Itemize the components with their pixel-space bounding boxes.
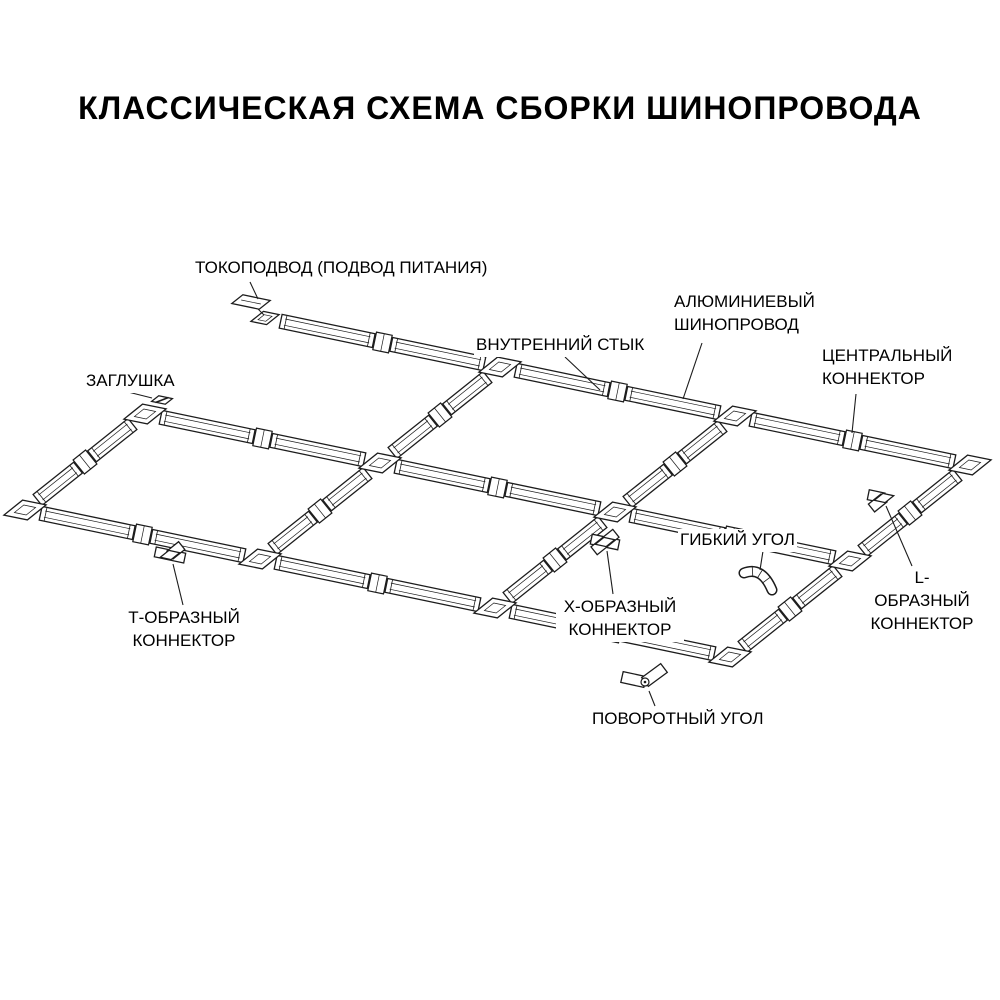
leader-line [851,393,857,434]
l-connector [2,499,48,521]
track-segment [791,564,843,610]
leader-line [885,505,913,567]
track-coupler [307,498,333,524]
track-segment [748,411,846,447]
track-segment [387,414,439,460]
track-segment [273,554,371,590]
l-connector-piece [866,489,896,513]
track-coupler [427,402,453,428]
page-title: КЛАССИЧЕСКАЯ СХЕМА СБОРКИ ШИНОПРОВОДА [78,90,922,126]
track-segment [158,409,256,445]
track-segment [389,336,487,372]
rotating-corner-label: ПОВОРОТНЫЙ УГОЛ [590,708,766,731]
track-segment [676,419,728,465]
track-coupler [607,380,628,403]
track-segment [267,510,319,556]
rotating-corner-piece [620,662,669,689]
track-coupler [252,427,273,450]
t-connector-center [158,549,182,561]
internal-joint-label: ВНУТРЕННИЙ СТЫК [474,334,647,357]
track-coupler [777,596,803,622]
track-coupler [367,572,388,595]
track-coupler [372,331,393,354]
flexible-corner-piece [738,565,778,596]
x-connector [592,501,638,523]
track-segment [393,458,491,494]
track-segment [321,466,373,512]
leader-line [172,563,184,606]
leader-lines [127,281,913,707]
track-segment [513,362,611,398]
t-connector [712,405,758,427]
leader-line [682,342,703,400]
track-coupler [842,429,863,452]
flexible-corner-label: ГИБКИЙ УГОЛ [678,529,797,552]
l-connector-corner [872,492,896,504]
leader-line [648,690,656,707]
track-segment [911,468,963,514]
track-segment [622,463,674,509]
track-segment [504,481,602,517]
l-connector [947,454,993,476]
track-segment [86,417,138,463]
t-connector [237,548,283,570]
x-connector-center [593,536,617,548]
l-connector-label: L-ОБРАЗНЫЙ КОННЕКТОР [866,567,978,636]
leader-line [606,550,614,595]
track-coupler [542,547,568,573]
central-connector-label: ЦЕНТРАЛЬНЫЙ КОННЕКТОР [820,345,955,391]
track-coupler [897,500,923,526]
track-segment [502,559,554,605]
track-segment [149,528,247,564]
leader-line [759,550,764,571]
x-connector [357,452,403,474]
track-segment [32,461,84,507]
track-coupler [662,451,688,477]
track-segment [441,370,493,416]
track-segment [38,505,136,541]
aluminum-track-label: АЛЮМИНИЕВЫЙ ШИНОПРОВОД [672,291,817,337]
track-coupler [132,523,153,546]
t-connector [472,597,518,619]
leader-line [564,356,601,391]
x-connector-label: Х-ОБРАЗНЫЙ КОННЕКТОР [556,596,684,642]
t-connector-label: Т-ОБРАЗНЫЙ КОННЕКТОР [120,607,248,653]
end-cap-piece [150,395,174,405]
leader-line [127,391,153,399]
t-connector [827,550,873,572]
t-connector [477,356,523,378]
leader-line [249,281,259,300]
t-connector [122,403,168,425]
power-feed-piece [230,294,272,316]
track-segment [737,608,789,654]
track-segment [556,515,608,561]
x-connector-piece [589,528,621,556]
track-segment [624,385,722,421]
power-feed-label: ТОКОПОДВОД (ПОДВОД ПИТАНИЯ) [193,257,490,280]
track-segment [384,577,482,613]
power-feed-connection [249,310,281,326]
rotating-corner-connector [707,646,753,668]
track-segment [857,512,909,558]
t-connector-piece [153,540,187,564]
track-coupler [487,476,508,499]
end-cap-label: ЗАГЛУШКА [84,370,177,393]
track-coupler [72,449,98,475]
track-segment [859,434,957,470]
track-segment [278,313,376,349]
track-segment [269,432,367,468]
